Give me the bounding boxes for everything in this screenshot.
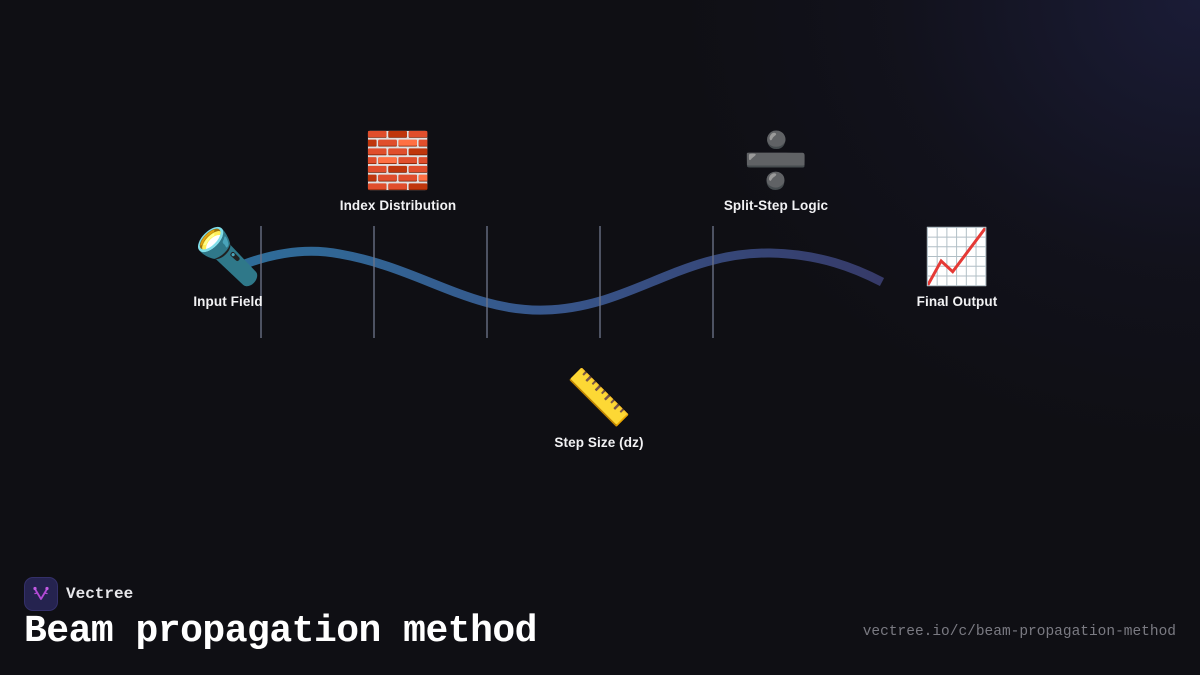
node-input-field[interactable]: 🔦 Input Field — [193, 225, 263, 310]
brand-name: Vectree — [66, 585, 134, 603]
divide-icon: ➗ — [742, 129, 810, 192]
node-final-output[interactable]: 📈 Final Output — [916, 225, 998, 310]
vectree-logo-icon — [24, 577, 58, 611]
node-index-distribution[interactable]: 🧱 Index Distribution — [339, 129, 457, 214]
node-split-step-logic[interactable]: ➗ Split-Step Logic — [723, 129, 829, 214]
ruler-icon: 📏 — [565, 366, 633, 429]
node-label: Final Output — [916, 294, 998, 309]
flashlight-icon: 🔦 — [194, 225, 262, 288]
brand: Vectree — [24, 577, 133, 611]
node-label: Index Distribution — [339, 198, 457, 213]
page-title: Beam propagation method — [24, 610, 538, 653]
node-label: Split-Step Logic — [723, 198, 829, 213]
step-divider-lines — [260, 226, 714, 338]
page-url[interactable]: vectree.io/c/beam-propagation-method — [862, 624, 1176, 640]
chart-increasing-icon: 📈 — [923, 225, 991, 288]
brick-icon: 🧱 — [364, 129, 432, 192]
node-step-size[interactable]: 📏 Step Size (dz) — [554, 366, 644, 451]
node-label: Input Field — [193, 294, 263, 309]
beam-wave-path — [228, 246, 885, 315]
node-label: Step Size (dz) — [554, 435, 644, 450]
